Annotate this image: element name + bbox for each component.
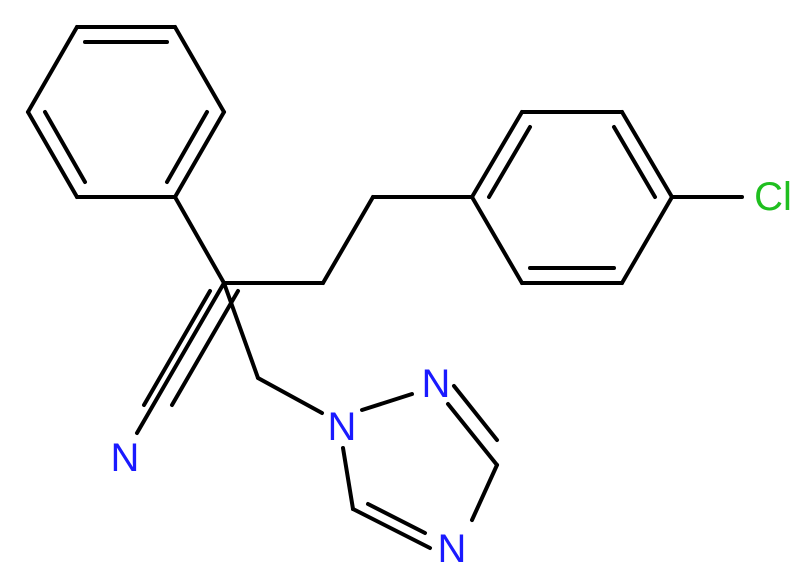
- aromatic-inner-bond: [165, 110, 209, 184]
- aromatic-inner-bond: [366, 502, 427, 535]
- bond: [446, 402, 499, 467]
- bond: [173, 110, 226, 199]
- bond: [173, 195, 226, 285]
- bond: [341, 446, 355, 511]
- chain-bonds: [173, 195, 474, 415]
- bond: [170, 289, 240, 407]
- aromatic-inner-bond: [452, 384, 499, 442]
- bond: [470, 110, 524, 199]
- bond: [470, 463, 499, 522]
- bond: [470, 195, 524, 285]
- chlorophenyl-ring: [470, 110, 744, 285]
- aromatic-inner-bond: [43, 110, 87, 184]
- triazole-ring: [341, 384, 499, 550]
- triazole-n2-label: N: [422, 362, 451, 406]
- bond: [321, 195, 375, 285]
- bond: [135, 281, 226, 435]
- bond: [620, 110, 674, 199]
- bond: [222, 281, 260, 380]
- triazole-n4-label: N: [438, 527, 467, 571]
- bond: [351, 507, 432, 550]
- bond: [26, 25, 79, 114]
- bond: [173, 25, 226, 114]
- bond: [142, 289, 212, 407]
- aromatic-inner-bond: [487, 125, 532, 199]
- bond: [26, 110, 79, 199]
- nitrile-triple-bond: [135, 281, 240, 435]
- bond: [620, 195, 674, 285]
- triazole-n1-label: N: [328, 405, 357, 449]
- nitrile-nitrogen-label: N: [111, 436, 140, 480]
- bond: [360, 392, 414, 412]
- aromatic-inner-bond: [612, 125, 657, 199]
- phenyl-ring: [26, 25, 226, 199]
- bond: [256, 376, 324, 415]
- chlorine-atom-label: Cl: [754, 175, 792, 219]
